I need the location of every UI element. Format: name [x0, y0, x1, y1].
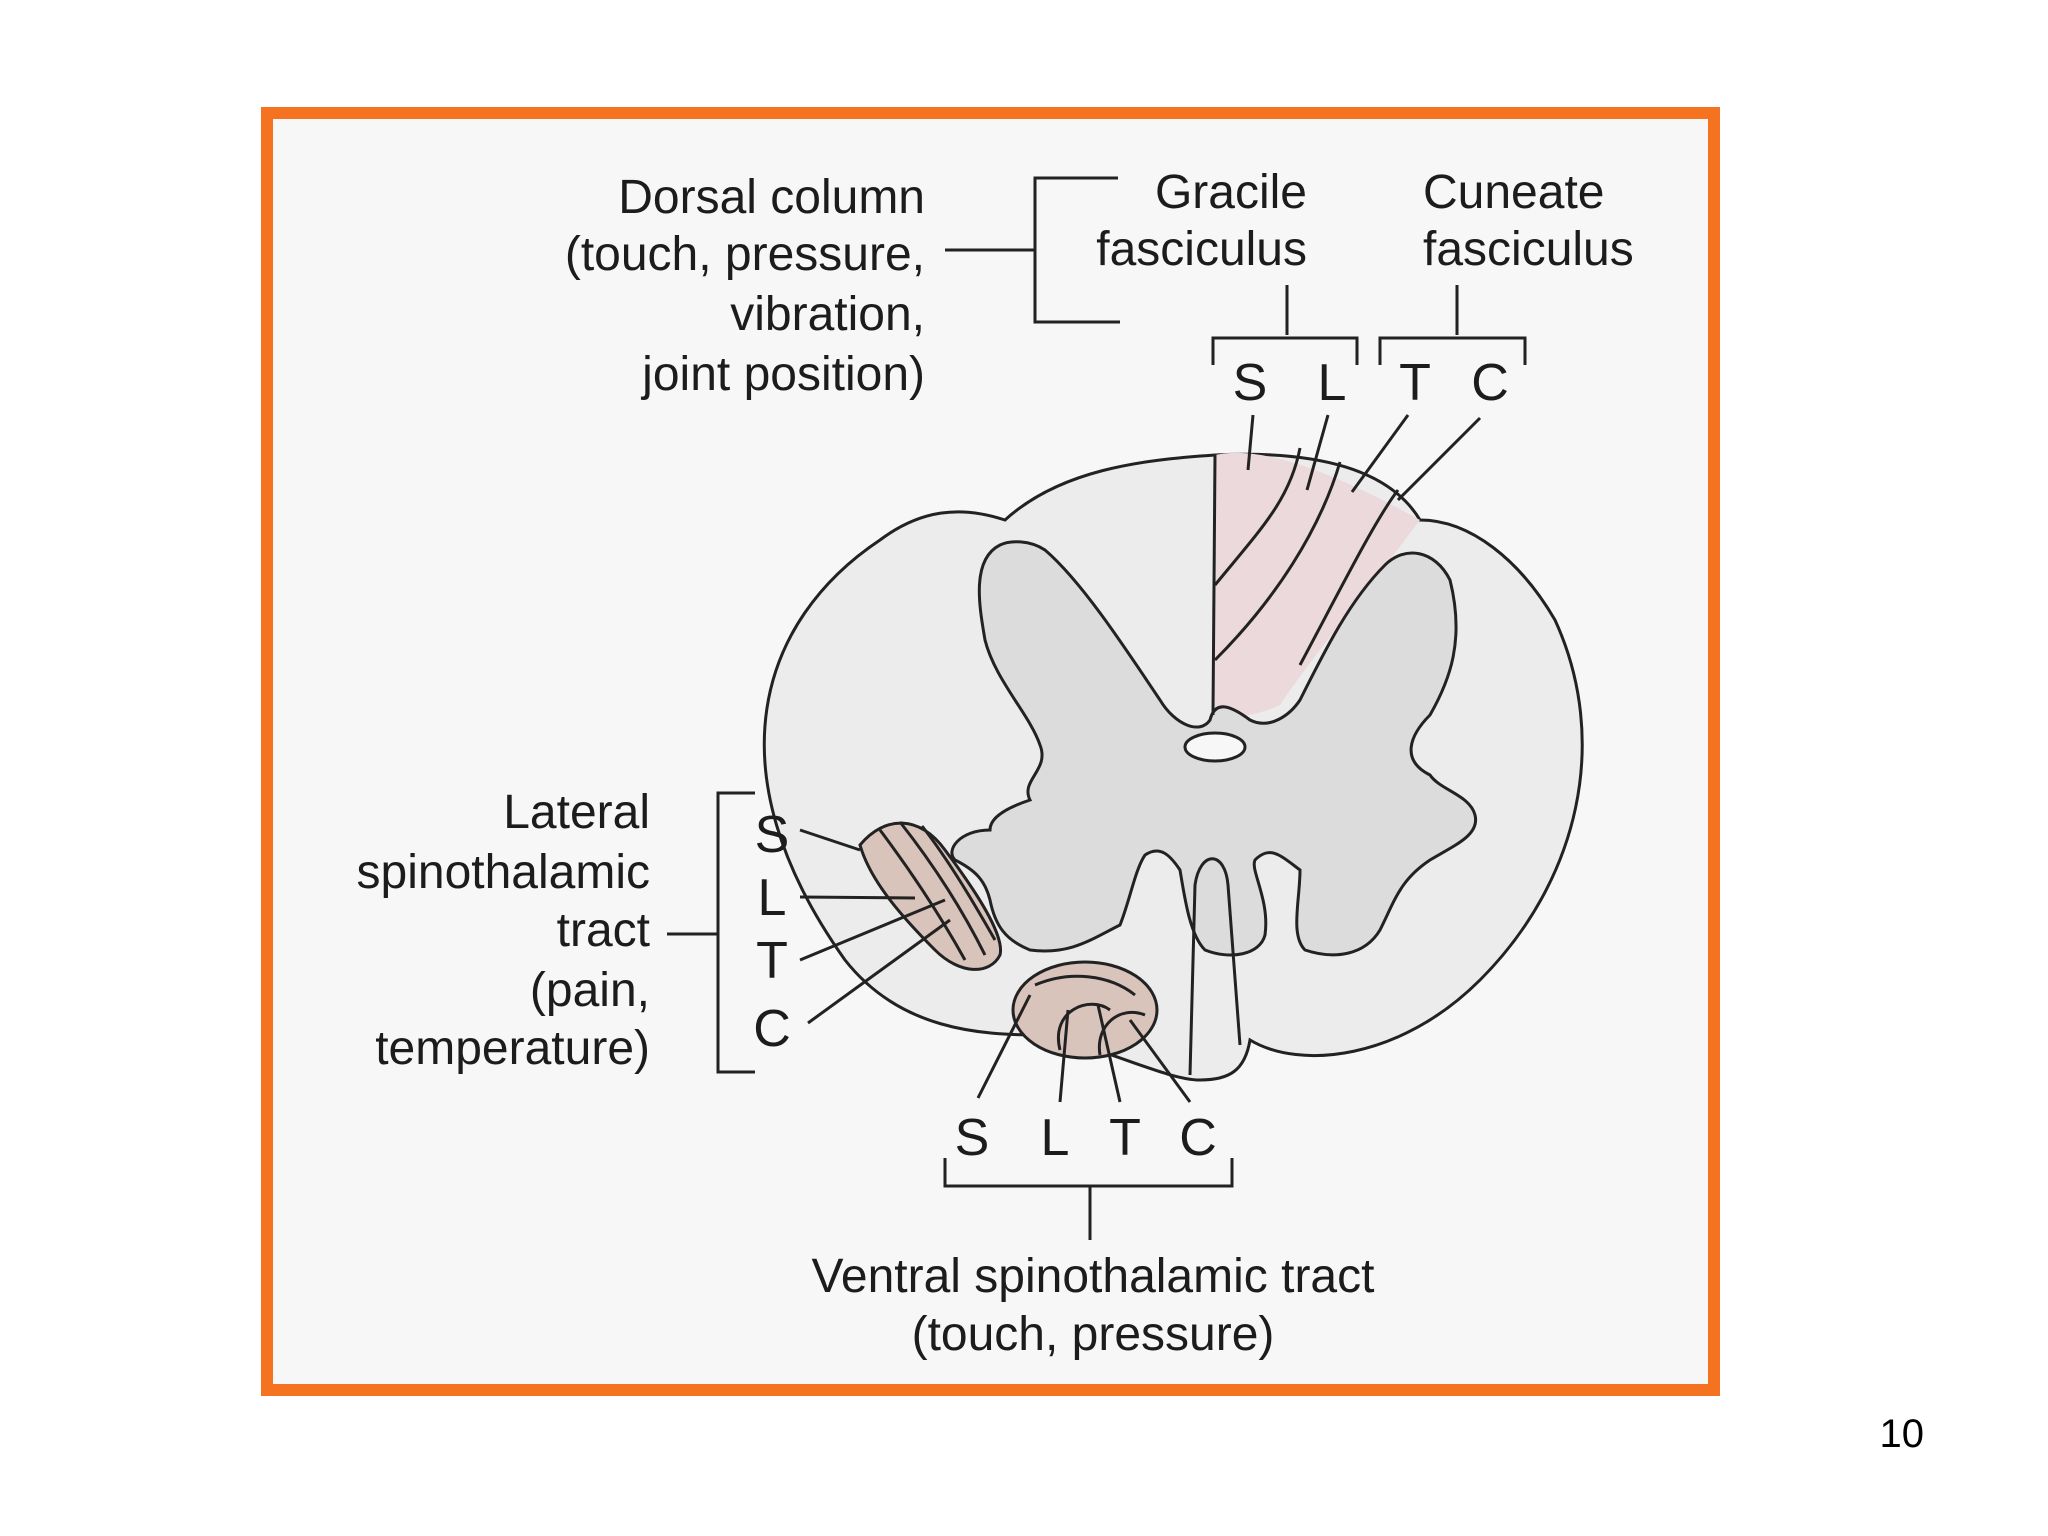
dorsal-letter-c: C — [1471, 354, 1509, 412]
dorsal-median-septum — [1211, 454, 1217, 716]
ventral-bracket — [943, 1158, 1234, 1240]
ventral-spinothalamic-tract — [1011, 960, 1159, 1060]
dorsal-leader-lines — [1246, 414, 1482, 502]
dorsal-column-lamination — [1213, 447, 1400, 666]
cuneate-fasciculus-label: Cuneate fasciculus — [1423, 166, 1634, 276]
fasciculus-brackets — [1211, 285, 1527, 365]
lateral-letter-l: L — [758, 869, 787, 927]
gracile-fasciculus-label: Gracile fasciculus — [1096, 166, 1307, 276]
lateral-bracket — [667, 791, 755, 1074]
dorsal-column-line-2: (touch, pressure, — [565, 228, 925, 281]
lateral-spinothalamic-tract — [858, 821, 1003, 971]
lateral-leader-lines — [799, 828, 951, 1025]
lateral-letter-c: C — [753, 1000, 791, 1058]
dorsal-column-line-4: joint position) — [640, 348, 925, 401]
page-number: 10 — [1879, 1412, 1925, 1456]
dorsal-column-bracket — [945, 176, 1120, 324]
ventral-segment-letters: S L T C — [955, 1109, 1217, 1167]
lateral-letter-t: T — [756, 932, 788, 990]
dorsal-column-label: Dorsal column (touch, pressure, vibratio… — [565, 171, 925, 401]
ventral-spinothalamic-label: Ventral spinothalamic tract (touch, pres… — [812, 1250, 1375, 1361]
lateral-line-1: Lateral — [503, 786, 650, 839]
lateral-line-5: temperature) — [375, 1022, 650, 1075]
lateral-segment-letters: S L T C — [753, 806, 791, 1058]
ventral-median-fissure — [1188, 857, 1242, 1076]
central-canal — [1183, 731, 1247, 763]
dorsal-letter-l: L — [1318, 354, 1347, 412]
gracile-line-1: Gracile — [1155, 166, 1307, 219]
ventral-letter-s: S — [955, 1109, 990, 1167]
lateral-letter-s: S — [755, 806, 790, 864]
dorsal-segment-letters: S L T C — [1233, 354, 1509, 412]
cuneate-line-1: Cuneate — [1423, 166, 1604, 219]
cuneate-line-2: fasciculus — [1423, 223, 1634, 276]
gracile-line-2: fasciculus — [1096, 223, 1307, 276]
lateral-line-4: (pain, — [530, 964, 650, 1017]
lateral-line-3: tract — [557, 904, 650, 957]
spinal-cord-cross-section — [762, 447, 1584, 1082]
ventral-line-1: Ventral spinothalamic tract — [812, 1250, 1375, 1303]
ventral-letter-c: C — [1179, 1109, 1217, 1167]
dorsal-letter-s: S — [1233, 354, 1268, 412]
dorsal-letter-t: T — [1399, 354, 1431, 412]
lateral-spinothalamic-label: Lateral spinothalamic tract (pain, tempe… — [357, 786, 650, 1075]
dorsal-column-line-1: Dorsal column — [618, 171, 925, 224]
ventral-letter-t: T — [1109, 1109, 1141, 1167]
ventral-leader-lines — [976, 994, 1192, 1103]
dorsal-column-line-3: vibration, — [730, 288, 925, 341]
lateral-line-2: spinothalamic — [357, 846, 650, 899]
ventral-letter-l: L — [1041, 1109, 1070, 1167]
ventral-line-2: (touch, pressure) — [912, 1308, 1275, 1361]
